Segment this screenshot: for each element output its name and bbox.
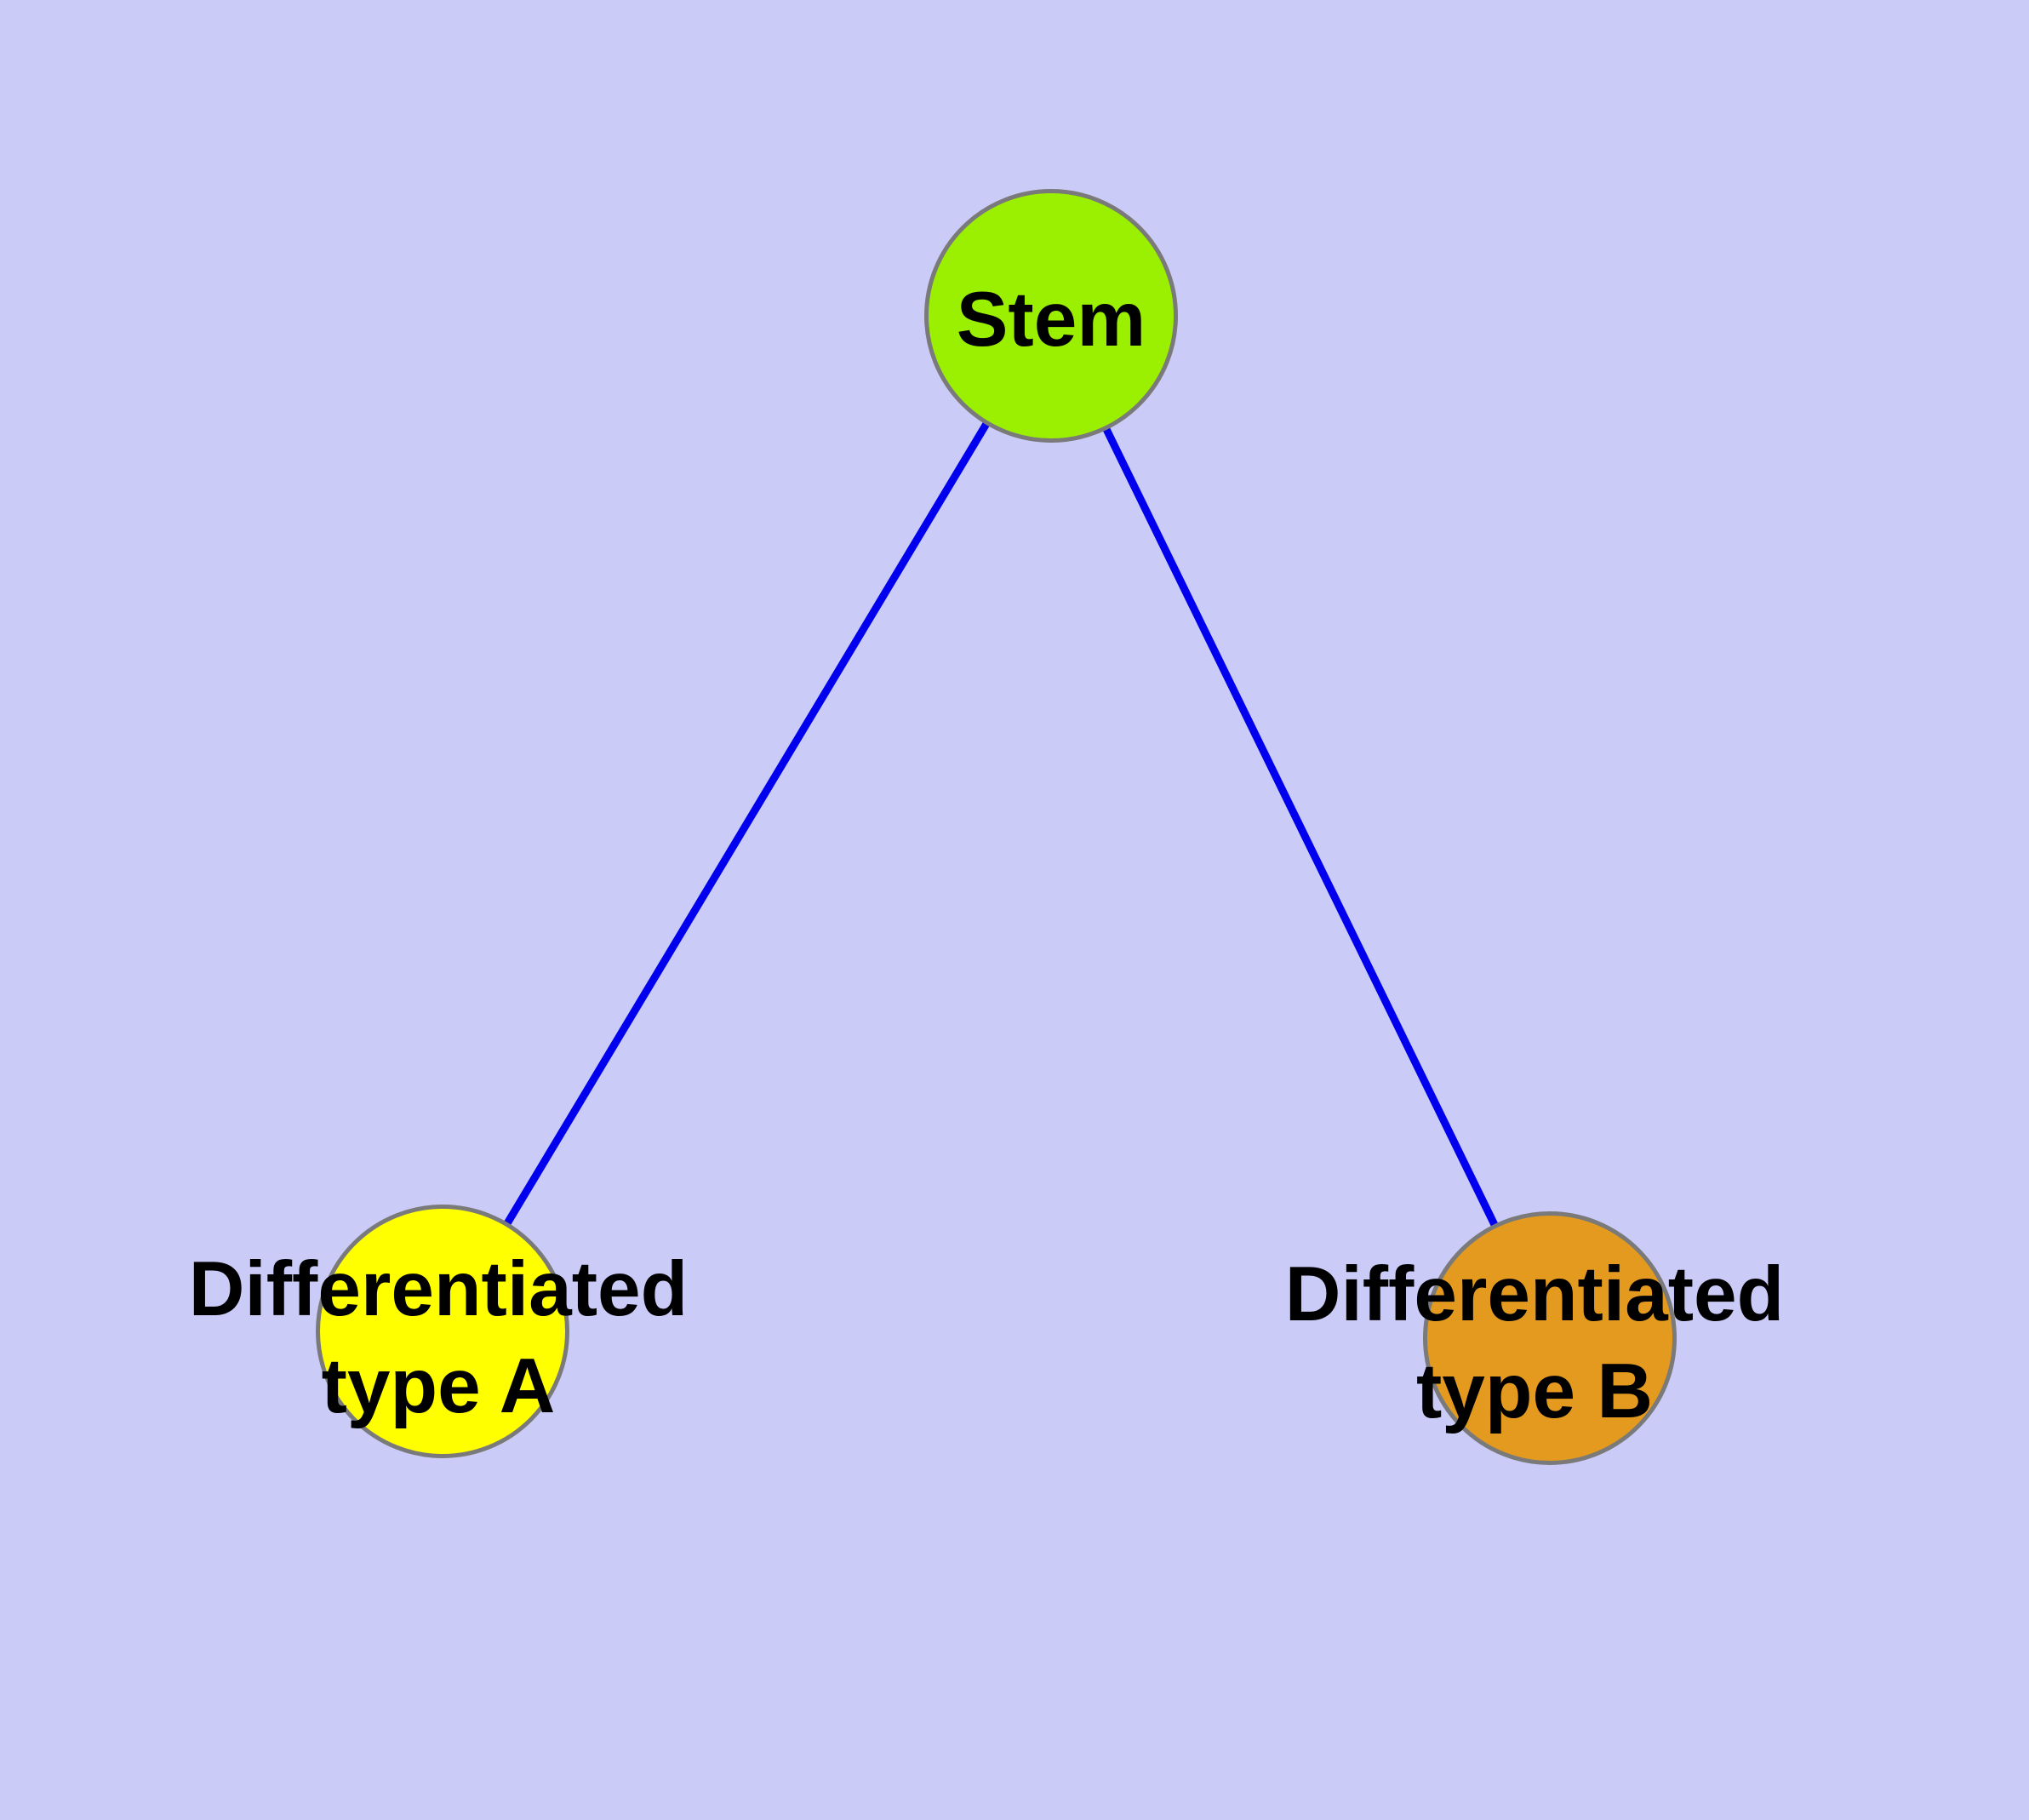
node-differentiated-type-a-label: Differentiated type A — [188, 1246, 689, 1429]
node-differentiated-type-b — [1423, 1211, 1677, 1465]
edge-stem-to-type-b — [1047, 314, 1554, 1340]
node-differentiated-type-b-label: Differentiated type B — [1284, 1251, 1785, 1434]
node-stem-label: Stem — [956, 277, 1146, 363]
node-stem — [924, 189, 1178, 443]
node-differentiated-type-a — [316, 1205, 569, 1458]
edge-stem-to-type-a — [439, 313, 1055, 1334]
